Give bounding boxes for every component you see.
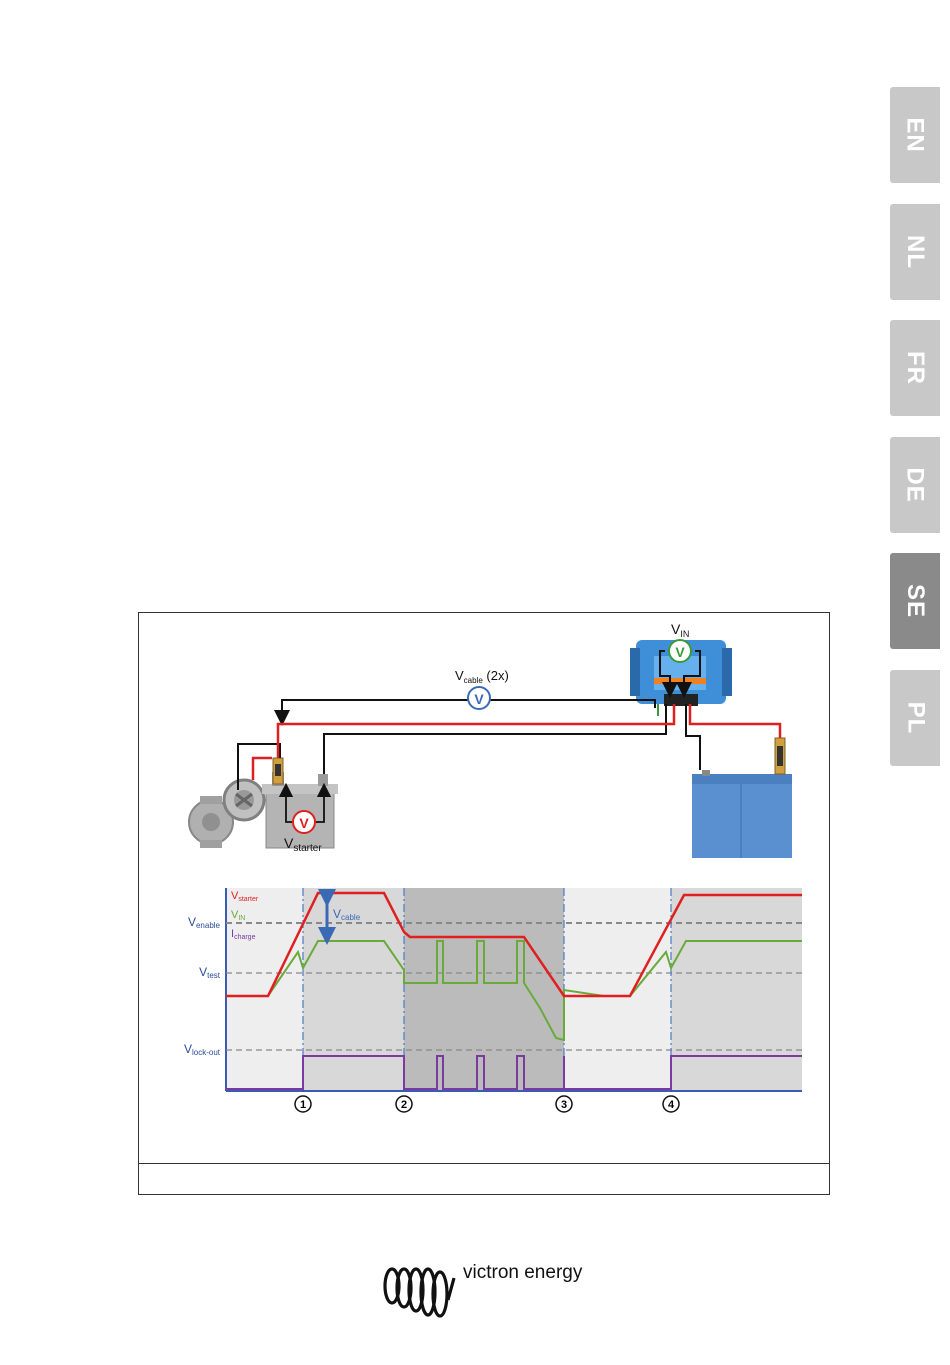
brand-name: victron energy — [463, 1262, 582, 1284]
marker-1: 1 — [295, 1096, 311, 1112]
phase-bg-3 — [564, 888, 671, 1091]
vstarter-meter-symbol: V — [299, 815, 309, 831]
vcable-label: Vcable (2x) — [455, 668, 509, 685]
timing-chart: Vcable Vstarter VIN Icharge Venable Vtes… — [184, 888, 802, 1112]
victron-logo-icon — [378, 1262, 458, 1320]
vlockout-label: Vlock-out — [184, 1042, 221, 1057]
black-wires — [238, 700, 700, 790]
venable-label: Venable — [188, 915, 221, 930]
svg-text:1: 1 — [300, 1099, 306, 1111]
marker-4: 4 — [663, 1096, 679, 1112]
alternator-icon — [189, 780, 264, 848]
vin-meter-symbol: V — [675, 644, 685, 660]
svg-text:4: 4 — [668, 1099, 675, 1111]
marker-3: 3 — [556, 1096, 572, 1112]
vcable-meter-symbol: V — [474, 691, 484, 707]
fuse-icon-starter — [273, 758, 283, 784]
phase-bg-4 — [671, 888, 802, 1091]
vin-label: VIN — [671, 621, 689, 639]
vtest-label: Vtest — [199, 965, 221, 980]
fuse-icon-service — [775, 738, 785, 774]
marker-2: 2 — [396, 1096, 412, 1112]
svg-text:2: 2 — [401, 1099, 407, 1111]
service-battery-icon — [692, 770, 792, 858]
svg-text:3: 3 — [561, 1099, 567, 1111]
